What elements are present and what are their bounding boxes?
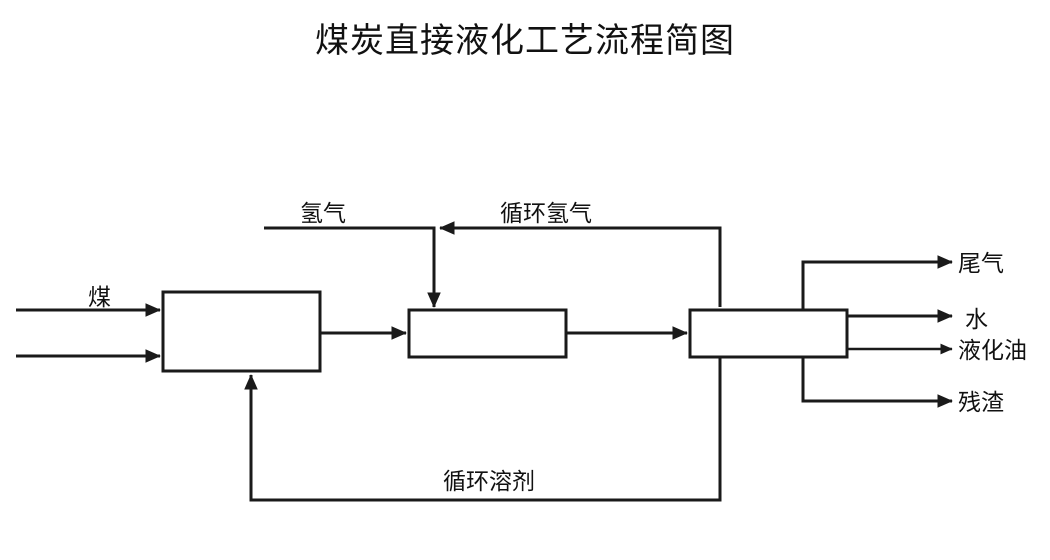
unit-box-3[interactable] [688, 308, 849, 359]
unit-box-1[interactable] [161, 290, 322, 373]
page-title: 煤炭直接液化工艺流程简图 [315, 21, 735, 61]
stream-tail-gas-arrow [801, 255, 953, 310]
stream-residue-arrow [801, 357, 953, 408]
label-water: 水 [965, 307, 988, 333]
label-recycle-solvent: 循环溶剂 [443, 469, 535, 495]
stream-recycle-solvent-arrow [244, 357, 722, 502]
label-recycle-hydrogen: 循环氢气 [500, 201, 592, 227]
label-hydrogen: 氢气 [300, 201, 346, 227]
label-liquefied-oil: 液化油 [958, 338, 1027, 364]
stream-hydrogen-feed-arrow [264, 226, 441, 308]
label-coal: 煤 [88, 285, 111, 311]
label-tail-gas: 尾气 [958, 251, 1004, 277]
label-residue: 残渣 [958, 390, 1004, 416]
unit-box-2[interactable] [407, 308, 568, 359]
stream-recycle-hydrogen-arrow [439, 221, 722, 307]
